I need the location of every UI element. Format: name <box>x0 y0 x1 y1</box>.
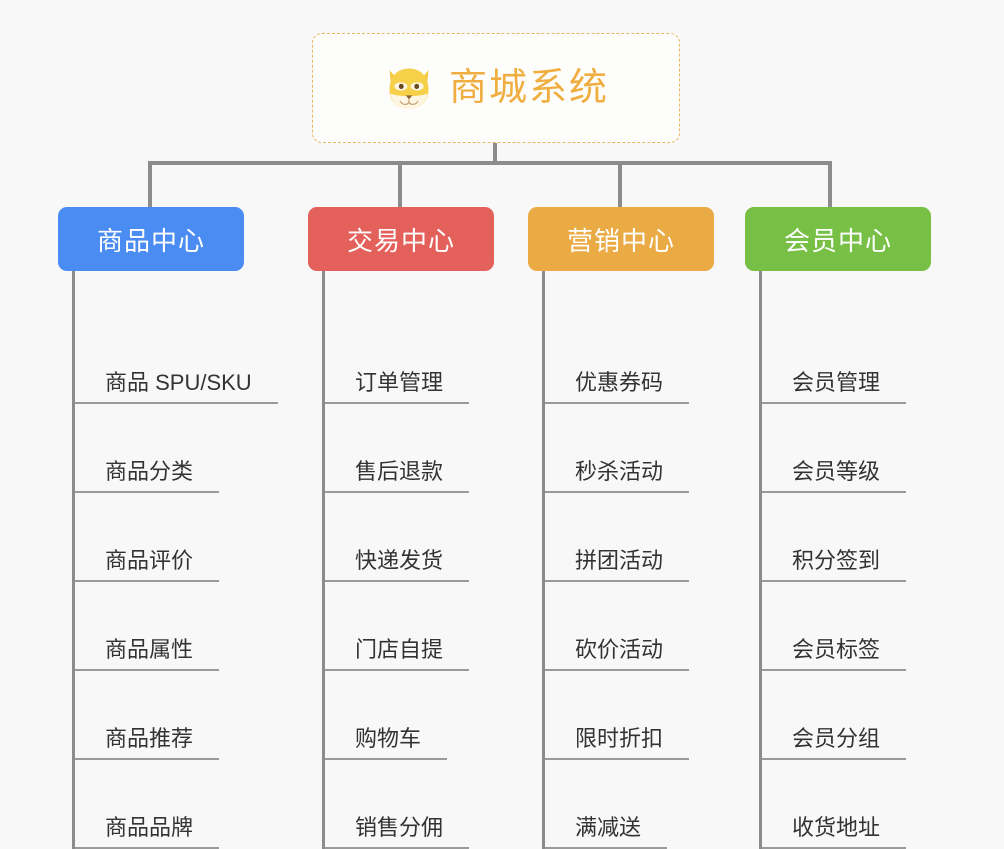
list-item[interactable]: 优惠券码 <box>545 315 758 404</box>
leaf-label: 销售分佣 <box>325 815 470 849</box>
list-item[interactable]: 秒杀活动 <box>545 404 758 493</box>
connector-drop-3 <box>618 161 622 208</box>
list-item[interactable]: 限时折扣 <box>545 671 758 760</box>
shiba-dog-face-icon <box>389 68 429 110</box>
leaf-label: 会员管理 <box>762 370 907 404</box>
list-item[interactable]: 售后退款 <box>325 404 538 493</box>
leaf-label: 满减送 <box>545 815 668 849</box>
connector-drop-2 <box>398 161 402 208</box>
list-item[interactable]: 会员分组 <box>762 671 975 760</box>
list-item[interactable]: 快递发货 <box>325 493 538 582</box>
leaf-label: 门店自提 <box>325 637 470 671</box>
leaf-label: 会员标签 <box>762 637 907 671</box>
leaf-label: 商品评价 <box>75 548 220 582</box>
list-item[interactable]: 会员等级 <box>762 404 975 493</box>
list-item[interactable]: 商品属性 <box>75 582 288 671</box>
leaf-label: 售后退款 <box>325 459 470 493</box>
leaf-label: 购物车 <box>325 726 448 760</box>
leaf-label: 秒杀活动 <box>545 459 690 493</box>
list-item[interactable]: 会员管理 <box>762 315 975 404</box>
branch-header-label-2: 交易中心 <box>346 225 455 256</box>
root-title: 商城系统 <box>448 67 609 109</box>
leaf-label: 拼团活动 <box>545 548 690 582</box>
branch-header-label-3: 营销中心 <box>566 225 675 256</box>
leaf-label: 商品 SPU/SKU <box>75 370 278 404</box>
leaf-label: 收货地址 <box>762 815 907 849</box>
connector-root-stem <box>493 143 497 165</box>
list-item[interactable]: 商品 SPU/SKU <box>75 315 288 404</box>
leaf-label: 会员分组 <box>762 726 907 760</box>
list-item[interactable]: 收货地址 <box>762 760 975 849</box>
leaf-list-4: 会员管理 会员等级 积分签到 会员标签 会员分组 收货地址 <box>759 271 975 849</box>
leaf-list-2: 订单管理 售后退款 快递发货 门店自提 购物车 销售分佣 <box>322 271 538 849</box>
list-item[interactable]: 满减送 <box>545 760 758 849</box>
connector-drop-1 <box>148 161 152 208</box>
leaf-label: 商品品牌 <box>75 815 220 849</box>
list-item[interactable]: 购物车 <box>325 671 538 760</box>
leaf-label: 会员等级 <box>762 459 907 493</box>
leaf-list-3: 优惠券码 秒杀活动 拼团活动 砍价活动 限时折扣 满减送 <box>542 271 758 849</box>
leaf-list-1: 商品 SPU/SKU 商品分类 商品评价 商品属性 商品推荐 商品品牌 <box>72 271 288 849</box>
leaf-label: 优惠券码 <box>545 370 690 404</box>
root-node[interactable]: 商城系统 <box>312 33 680 143</box>
leaf-label: 商品分类 <box>75 459 220 493</box>
list-item[interactable]: 会员标签 <box>762 582 975 671</box>
list-item[interactable]: 商品品牌 <box>75 760 288 849</box>
list-item[interactable]: 商品评价 <box>75 493 288 582</box>
leaf-label: 砍价活动 <box>545 637 690 671</box>
list-item[interactable]: 商品推荐 <box>75 671 288 760</box>
branch-column-3: 营销中心 优惠券码 秒杀活动 拼团活动 砍价活动 限时折扣 满减送 <box>528 207 758 849</box>
branch-header-1[interactable]: 商品中心 <box>58 207 244 271</box>
connector-horizontal-bus <box>148 161 832 165</box>
list-item[interactable]: 商品分类 <box>75 404 288 493</box>
branch-column-2: 交易中心 订单管理 售后退款 快递发货 门店自提 购物车 销售分佣 <box>308 207 538 849</box>
branch-header-3[interactable]: 营销中心 <box>528 207 714 271</box>
branch-column-1: 商品中心 商品 SPU/SKU 商品分类 商品评价 商品属性 商品推荐 商品品牌 <box>58 207 288 849</box>
leaf-label: 商品推荐 <box>75 726 220 760</box>
branch-header-4[interactable]: 会员中心 <box>745 207 931 271</box>
branch-header-label-4: 会员中心 <box>783 225 892 256</box>
list-item[interactable]: 砍价活动 <box>545 582 758 671</box>
branch-header-label-1: 商品中心 <box>96 225 205 256</box>
leaf-label: 商品属性 <box>75 637 220 671</box>
list-item[interactable]: 订单管理 <box>325 315 538 404</box>
list-item[interactable]: 拼团活动 <box>545 493 758 582</box>
connector-drop-4 <box>828 161 832 208</box>
list-item[interactable]: 积分签到 <box>762 493 975 582</box>
branch-header-2[interactable]: 交易中心 <box>308 207 494 271</box>
leaf-label: 积分签到 <box>762 548 907 582</box>
leaf-label: 订单管理 <box>325 370 470 404</box>
list-item[interactable]: 门店自提 <box>325 582 538 671</box>
leaf-label: 快递发货 <box>325 548 470 582</box>
list-item[interactable]: 销售分佣 <box>325 760 538 849</box>
branch-column-4: 会员中心 会员管理 会员等级 积分签到 会员标签 会员分组 收货地址 <box>745 207 975 849</box>
leaf-label: 限时折扣 <box>545 726 690 760</box>
